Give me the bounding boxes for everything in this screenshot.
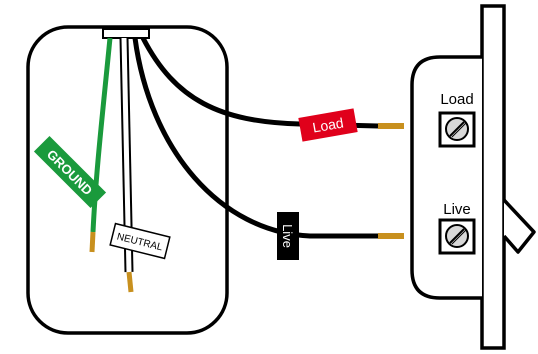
live-tag: Live bbox=[277, 212, 299, 260]
load-wire bbox=[140, 36, 379, 129]
load-terminal-screw bbox=[438, 111, 476, 148]
switch-plate bbox=[480, 4, 506, 350]
terminal-live-label: Live bbox=[443, 201, 471, 218]
load-tag: Load bbox=[298, 108, 358, 142]
live-tag-label: Live bbox=[280, 224, 295, 248]
switch-lever bbox=[502, 198, 536, 254]
terminal-load-label: Load bbox=[440, 91, 473, 108]
ground-wire bbox=[90, 37, 113, 233]
neutral-tag: NEUTRAL bbox=[109, 222, 171, 260]
neutral-wire-copper-end bbox=[126, 271, 134, 293]
live-terminal-screw bbox=[438, 218, 476, 255]
load-tag-label: Load bbox=[311, 114, 344, 135]
ground-wire-copper-end bbox=[89, 231, 96, 253]
cable-clamp bbox=[102, 28, 150, 39]
